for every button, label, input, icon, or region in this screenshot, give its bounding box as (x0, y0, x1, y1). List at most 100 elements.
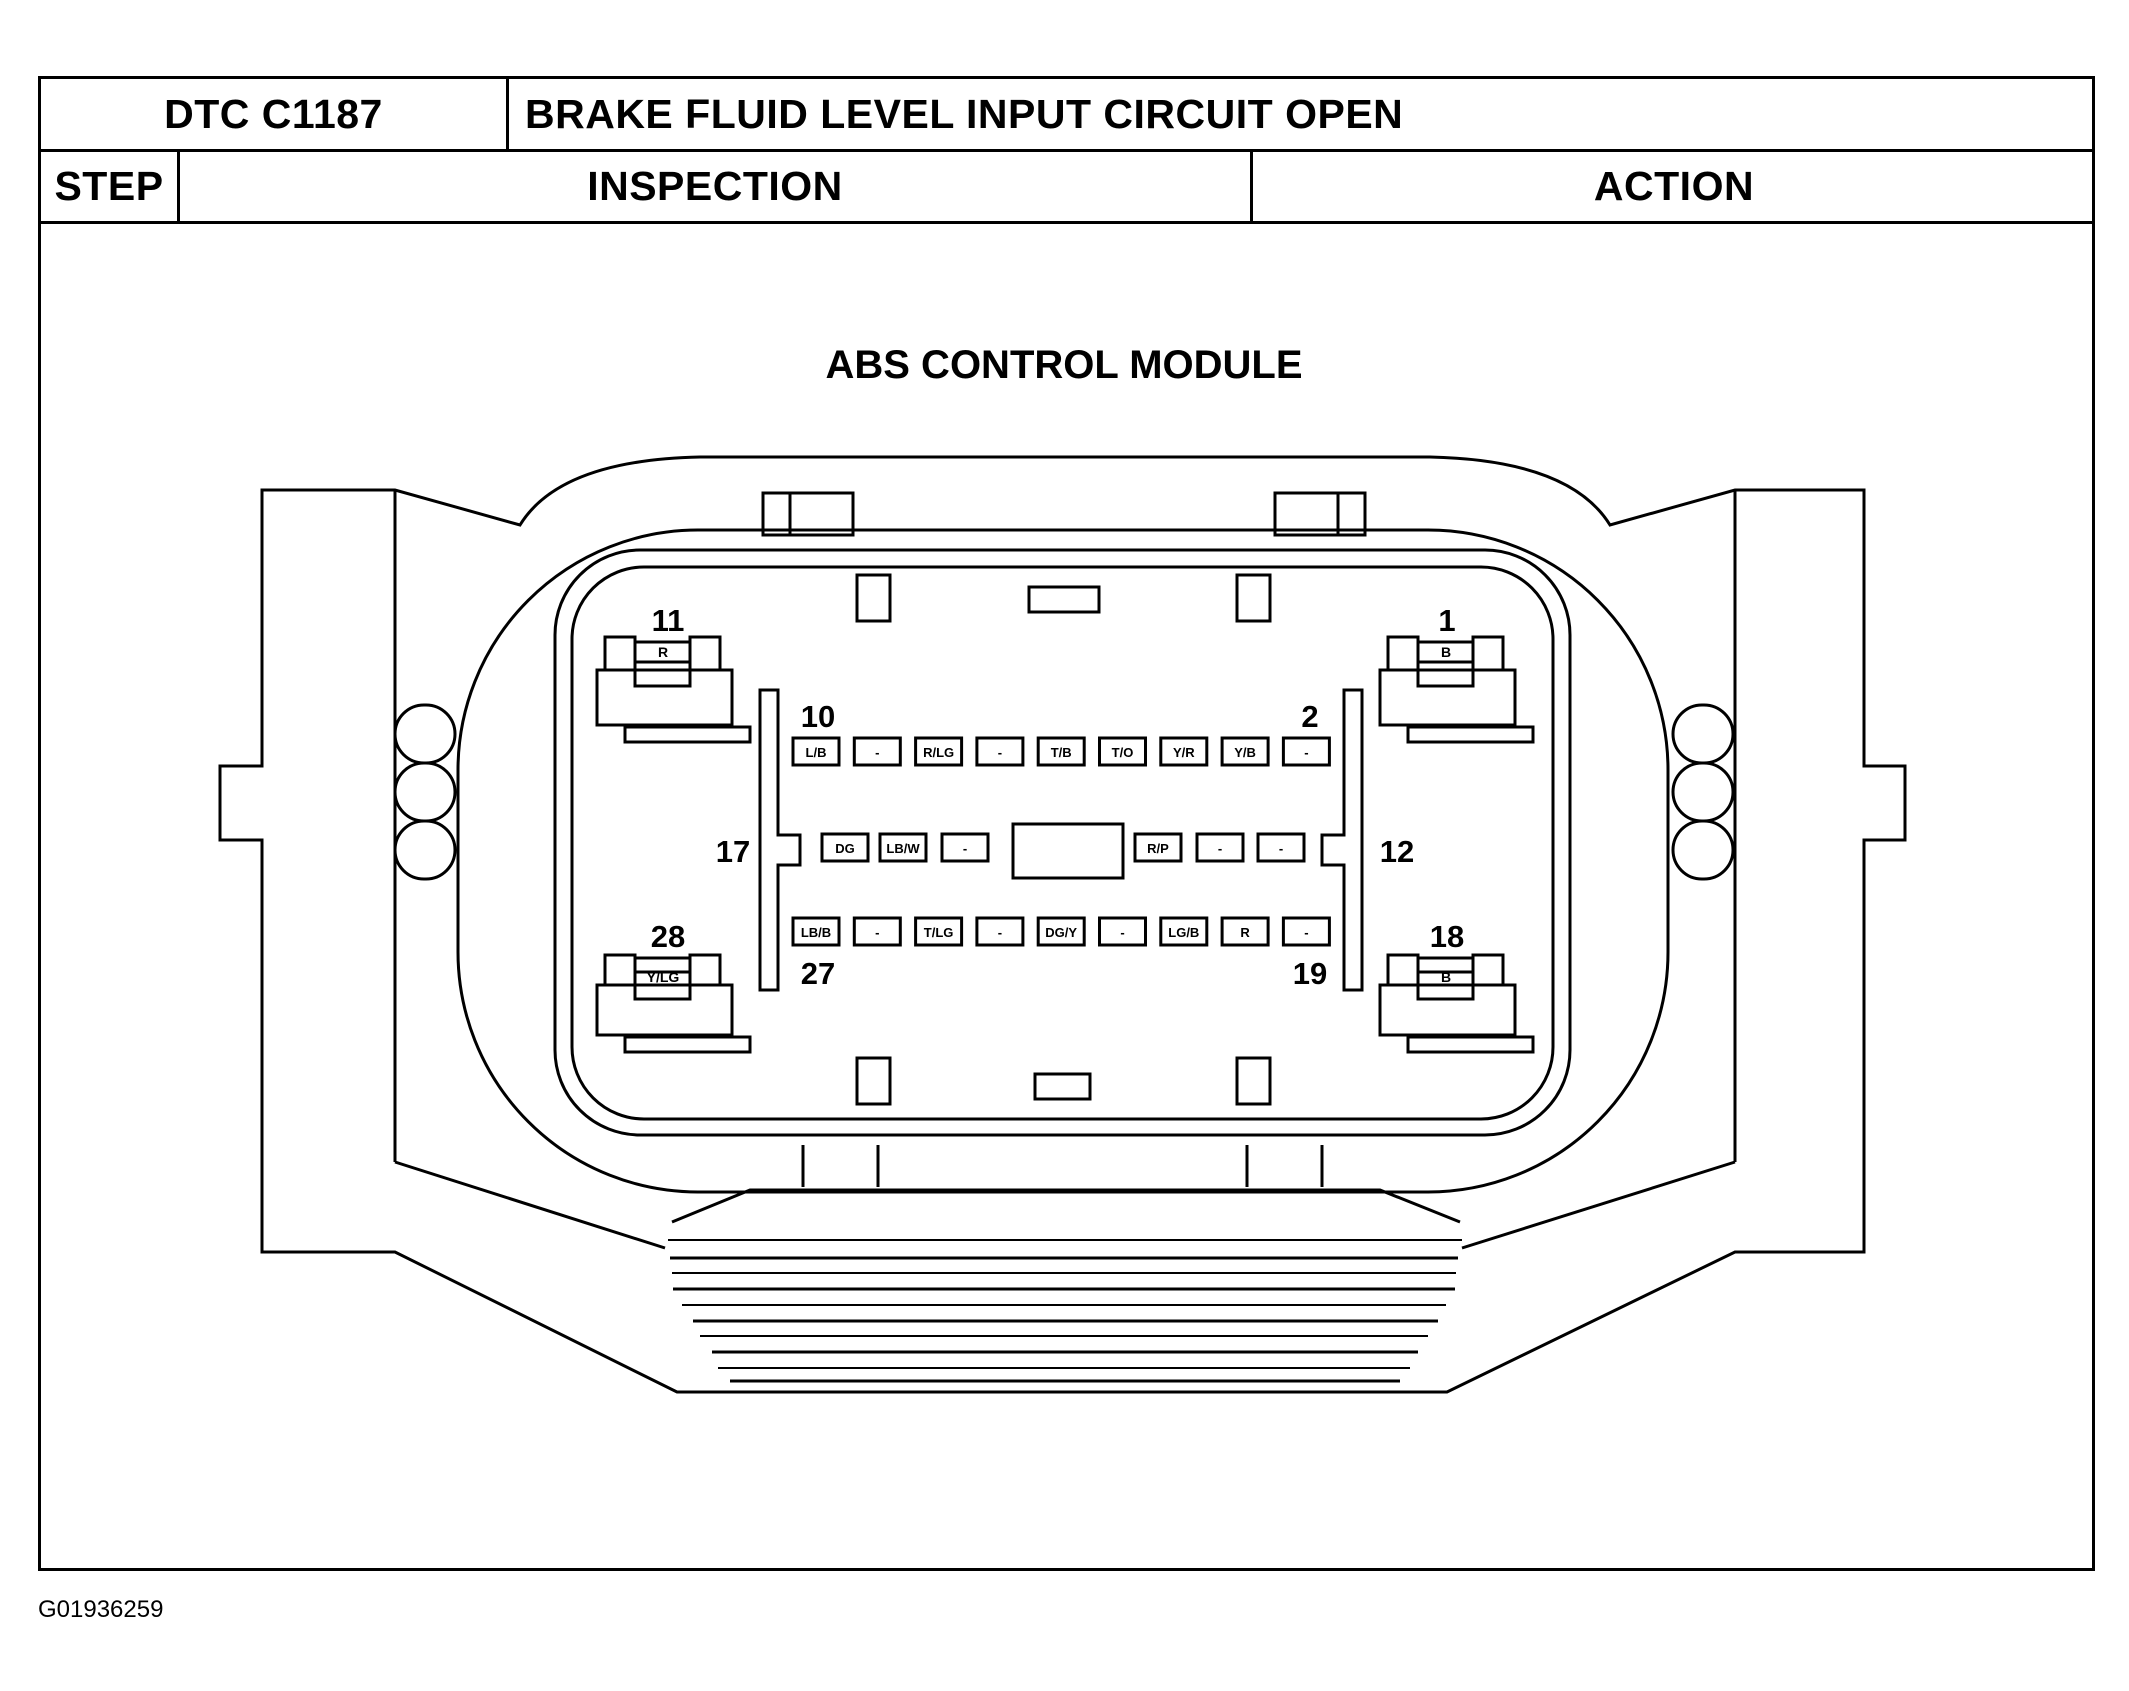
latch-tab-left (393, 703, 457, 881)
dtc-code: DTC C1187 (164, 90, 383, 137)
pin-cell-row3-7: LG/B (1159, 916, 1209, 947)
pin-cell-row2-left-3-box (940, 832, 990, 863)
pin-cell-row3-6: - (1098, 916, 1147, 947)
pin-cell-row1-8-box (1220, 736, 1270, 767)
connector-inner (570, 565, 1555, 1121)
figure-id: G01936259 (38, 1596, 164, 1623)
pin-cell-row2-right-1-box (1133, 832, 1183, 863)
connector-inner-outer (553, 548, 1572, 1137)
pin-cell-row1-9-label: - (1304, 745, 1308, 760)
pin-number-2: 2 (1301, 699, 1318, 734)
pin-cell-row3-7-label: LG/B (1168, 925, 1199, 940)
pin-cell-row1-1: L/B (791, 736, 841, 767)
terminal-block-pin-1 (1378, 635, 1535, 744)
pin-number-19: 19 (1293, 956, 1327, 991)
pin-cell-row2-right-3-label: - (1279, 841, 1283, 856)
key-slot (1235, 573, 1272, 623)
housing-edge (1461, 1160, 1736, 1250)
terminal-block-pin-28 (595, 953, 752, 1054)
pin-cell-row1-4-label: - (998, 745, 1002, 760)
diagram-title: ABS CONTROL MODULE (825, 343, 1302, 387)
pin-cell-row3-5-label: DG/Y (1045, 925, 1077, 940)
pin-cell-row2-left-2: LB/W (878, 832, 928, 863)
terminal-label-pin-1: B (1441, 644, 1451, 660)
pin-cell-row1-1-label: L/B (806, 745, 827, 760)
pin-cell-row3-9-box (1281, 916, 1331, 947)
pin-cell-row1-7: Y/R (1159, 736, 1209, 767)
pin-cell-row1-3-box (914, 736, 964, 767)
pin-cell-row3-2-label: - (875, 925, 879, 940)
pin-cell-row3-8-label: R (1240, 925, 1250, 940)
pin-cell-row1-2: - (852, 736, 902, 767)
pin-cell-row1-5-box (1036, 736, 1086, 767)
terminal-label-pin-11: R (658, 644, 668, 660)
column-header-row: STEP INSPECTION ACTION (41, 152, 2092, 224)
key-slot (1033, 1072, 1092, 1101)
pin-cell-row2-left-2-label: LB/W (886, 841, 920, 856)
inspection-table: DTC C1187 BRAKE FLUID LEVEL INPUT CIRCUI… (38, 76, 2095, 1571)
latch-tab-right (1671, 703, 1735, 881)
pin-cell-row1-4: - (975, 736, 1025, 767)
pin-cell-row3-6-label: - (1120, 925, 1124, 940)
pin-number-1: 1 (1438, 603, 1455, 638)
pin-cell-row3-2: - (852, 916, 902, 947)
pin-cell-row3-6-box (1098, 916, 1147, 947)
connector-housing-outline (218, 455, 1907, 1394)
pin-cell-row3-7-box (1159, 916, 1209, 947)
pin-cell-row2-right-2-box (1195, 832, 1245, 863)
pin-cell-row3-9: - (1281, 916, 1331, 947)
pin-number-12: 12 (1380, 834, 1414, 869)
pin-cell-row2-right-2-label: - (1218, 841, 1222, 856)
terminal-label-pin-18: B (1441, 969, 1451, 985)
pin-cell-row1-3: R/LG (914, 736, 964, 767)
pin-cell-row1-6-box (1098, 736, 1147, 767)
pin-cell-row2-left-1: DG (820, 832, 870, 863)
pin-cell-row3-3-box (914, 916, 964, 947)
terminal-block-pin-18 (1378, 953, 1535, 1054)
pin-cell-row3-2-box (852, 916, 902, 947)
key-slot (855, 573, 892, 623)
pin-cell-row2-right-1: R/P (1133, 832, 1183, 863)
divider (177, 152, 180, 221)
pin-cell-row1-7-label: Y/R (1173, 745, 1195, 760)
col-step: STEP (54, 163, 164, 209)
pin-number-27: 27 (801, 956, 835, 991)
pin-cell-row2-left-3: - (940, 832, 990, 863)
key-slot (855, 1056, 892, 1106)
pin-cell-row3-1-box (791, 916, 841, 947)
pin-cell-row2-right-3: - (1256, 832, 1306, 863)
pin-number-10: 10 (801, 699, 835, 734)
pin-cell-row2-right-3-box (1256, 832, 1306, 863)
divider (506, 79, 509, 149)
pin-cell-row3-4-label: - (998, 925, 1002, 940)
pin-cell-row1-9-box (1281, 736, 1331, 767)
pin-cell-row3-1: LB/B (791, 916, 841, 947)
pin-cell-row1-4-box (975, 736, 1025, 767)
center-block (1011, 822, 1125, 880)
pin-cell-row2-right-1-label: R/P (1147, 841, 1169, 856)
pin-cell-row2-left-1-label: DG (835, 841, 855, 856)
pin-cell-row1-6-label: T/O (1112, 745, 1134, 760)
pin-cell-row1-8: Y/B (1220, 736, 1270, 767)
cable-strain-relief (668, 1188, 1462, 1383)
dtc-title: BRAKE FLUID LEVEL INPUT CIRCUIT OPEN (525, 90, 1404, 137)
pin-cell-row3-3: T/LG (914, 916, 964, 947)
pin-cell-row1-2-label: - (875, 745, 879, 760)
pin-cell-row1-7-box (1159, 736, 1209, 767)
pin-number-11: 11 (652, 603, 685, 638)
bottom-lock-tab (801, 1145, 1324, 1187)
connector-shell (456, 528, 1670, 1194)
pin-cell-row3-8-box (1220, 916, 1270, 947)
key-slot (1027, 585, 1101, 614)
housing-edge (394, 1160, 666, 1250)
pin-cell-row1-3-label: R/LG (923, 745, 954, 760)
pin-cell-row1-1-box (791, 736, 841, 767)
pin-cell-row1-6: T/O (1098, 736, 1147, 767)
col-inspection: INSPECTION (587, 163, 843, 209)
pin-number-18: 18 (1430, 919, 1464, 954)
pin-cell-row1-5-label: T/B (1051, 745, 1072, 760)
pin-number-28: 28 (651, 919, 685, 954)
pin-cell-row3-5: DG/Y (1036, 916, 1086, 947)
key-slot (1235, 1056, 1272, 1106)
